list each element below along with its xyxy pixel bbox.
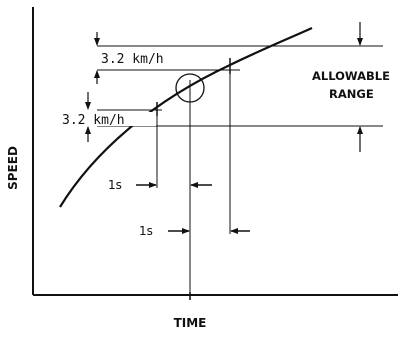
lower-tolerance-label: 3.2 km/h	[62, 113, 125, 128]
time-offset-label-1: 1s	[108, 178, 122, 192]
x-axis-label: TIME	[174, 316, 207, 330]
allowable-label-line1: ALLOWABLE	[312, 69, 390, 83]
upper-tolerance-label: 3.2 km/h	[101, 52, 164, 67]
time-offset-label-2: 1s	[139, 224, 153, 238]
allowable-label-line2: RANGE	[329, 87, 374, 101]
target-point-circle	[175, 73, 205, 103]
y-axis-label: SPEED	[6, 146, 20, 190]
speed-curve	[59, 26, 313, 208]
